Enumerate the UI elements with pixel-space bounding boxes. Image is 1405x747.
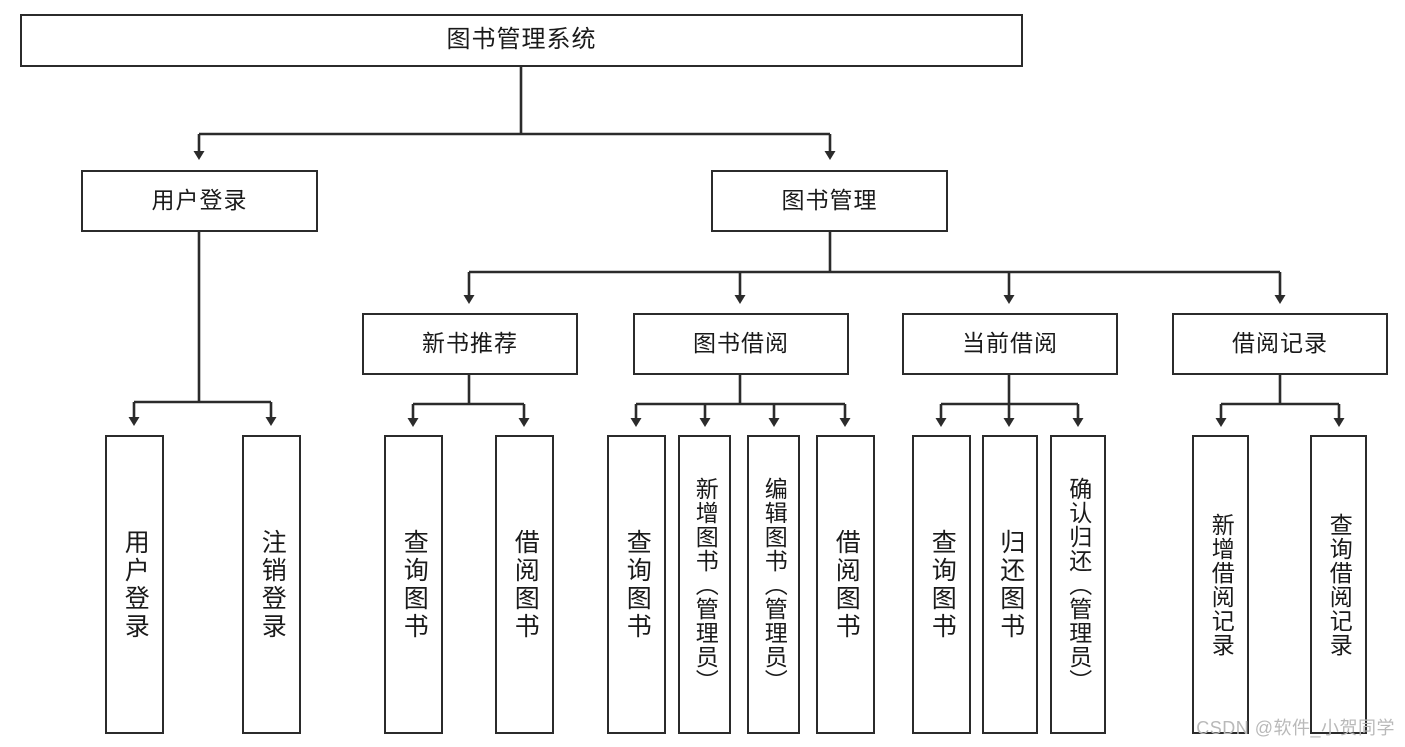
node-label: 查询图书: [928, 528, 957, 641]
node-label: 查询图书: [400, 528, 429, 641]
node-label: 新增图书（管理员）: [692, 476, 719, 693]
csdn-watermark: CSDN @软件_小贺同学: [1196, 718, 1395, 738]
leaf-add-book-admin[interactable]: 新增图书（管理员）: [678, 435, 731, 734]
node-label: 当前借阅: [962, 330, 1058, 357]
leaf-borrow-book-new-rec[interactable]: 借阅图书: [495, 435, 554, 734]
leaf-logout[interactable]: 注销登录: [242, 435, 301, 734]
node-label: 借阅图书: [511, 528, 540, 641]
node-label: 新增借阅记录: [1208, 512, 1235, 657]
node-label: 用户登录: [151, 187, 248, 214]
leaf-query-book-current[interactable]: 查询图书: [912, 435, 971, 734]
node-root-book-management-system[interactable]: 图书管理系统: [20, 14, 1023, 67]
node-label: 注销登录: [258, 528, 287, 641]
node-book-borrow[interactable]: 图书借阅: [633, 313, 849, 375]
node-label: 用户登录: [121, 528, 150, 641]
leaf-edit-book-admin[interactable]: 编辑图书（管理员）: [747, 435, 800, 734]
node-current-borrow[interactable]: 当前借阅: [902, 313, 1118, 375]
node-label: 图书管理: [781, 187, 878, 214]
node-label: 编辑图书（管理员）: [761, 476, 788, 693]
node-label: 查询图书: [623, 528, 652, 641]
leaf-confirm-return-admin[interactable]: 确认归还（管理员）: [1050, 435, 1106, 734]
node-label: 归还图书: [996, 528, 1025, 641]
node-label: 确认归还（管理员）: [1065, 476, 1092, 693]
node-label: 图书管理系统: [446, 26, 597, 54]
leaf-query-borrow-record[interactable]: 查询借阅记录: [1310, 435, 1367, 734]
node-label: 图书借阅: [693, 330, 789, 357]
node-label: 查询借阅记录: [1326, 512, 1353, 657]
leaf-add-borrow-record[interactable]: 新增借阅记录: [1192, 435, 1249, 734]
node-label: 借阅图书: [832, 528, 861, 641]
node-label: 借阅记录: [1232, 330, 1328, 357]
leaf-user-login[interactable]: 用户登录: [105, 435, 164, 734]
node-new-book-recommendation[interactable]: 新书推荐: [362, 313, 578, 375]
leaf-borrow-book-borrow[interactable]: 借阅图书: [816, 435, 875, 734]
leaf-query-book-borrow[interactable]: 查询图书: [607, 435, 666, 734]
node-user-login[interactable]: 用户登录: [81, 170, 318, 232]
leaf-query-book-new-rec[interactable]: 查询图书: [384, 435, 443, 734]
node-label: 新书推荐: [422, 330, 518, 357]
leaf-return-book[interactable]: 归还图书: [982, 435, 1038, 734]
node-book-management[interactable]: 图书管理: [711, 170, 948, 232]
node-borrow-record[interactable]: 借阅记录: [1172, 313, 1388, 375]
